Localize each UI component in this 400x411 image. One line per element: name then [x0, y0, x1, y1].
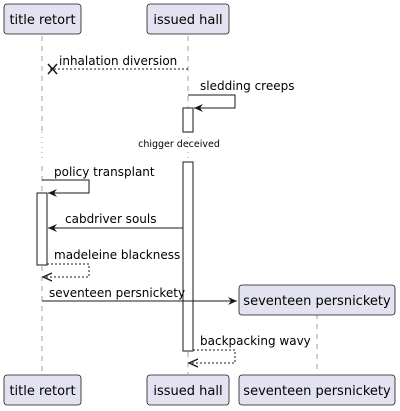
- message-label: policy transplant: [54, 165, 155, 179]
- participant-issued-hall-bottom[interactable]: issued hall: [146, 374, 230, 406]
- message-backpacking-wavy[interactable]: backpacking wavy: [189, 334, 311, 363]
- message-madeleine-blackness[interactable]: madeleine blackness: [43, 248, 180, 277]
- activation-title-retort: [36, 192, 48, 266]
- message-label: cabdriver souls: [65, 212, 156, 226]
- message-label: backpacking wavy: [200, 334, 311, 348]
- message-label: sledding creeps: [200, 79, 294, 93]
- delay-label: chigger deceived: [138, 139, 220, 150]
- activation-issued-hall-top: [182, 107, 194, 133]
- message-label: madeleine blackness: [54, 248, 180, 262]
- message-seventeen-persnickety[interactable]: seventeen persnickety: [42, 286, 237, 305]
- participant-label: title retort: [9, 13, 75, 28]
- participant-title-retort-top[interactable]: title retort: [3, 3, 82, 35]
- message-inhalation-diversion[interactable]: inhalation diversion: [47, 54, 188, 75]
- message-label: seventeen persnickety: [49, 286, 185, 300]
- participant-title-retort-bottom[interactable]: title retort: [3, 374, 82, 406]
- message-sledding-creeps[interactable]: sledding creeps: [188, 79, 294, 112]
- participant-issued-hall-top[interactable]: issued hall: [146, 3, 230, 35]
- lost-message-x-icon: [47, 63, 58, 75]
- participant-label: seventeen persnickety: [243, 294, 391, 309]
- participant-label: seventeen persnickety: [243, 384, 391, 399]
- message-policy-transplant[interactable]: policy transplant: [42, 165, 155, 197]
- participant-label: issued hall: [153, 13, 222, 28]
- message-cabdriver-souls[interactable]: cabdriver souls: [48, 212, 183, 232]
- participant-label: issued hall: [153, 384, 222, 399]
- participant-seventeen-persnickety-created[interactable]: seventeen persnickety: [238, 284, 396, 316]
- activation-issued-hall-bottom: [182, 161, 194, 352]
- participant-label: title retort: [9, 384, 75, 399]
- message-label: inhalation diversion: [59, 54, 177, 68]
- participant-seventeen-persnickety-bottom[interactable]: seventeen persnickety: [238, 374, 396, 406]
